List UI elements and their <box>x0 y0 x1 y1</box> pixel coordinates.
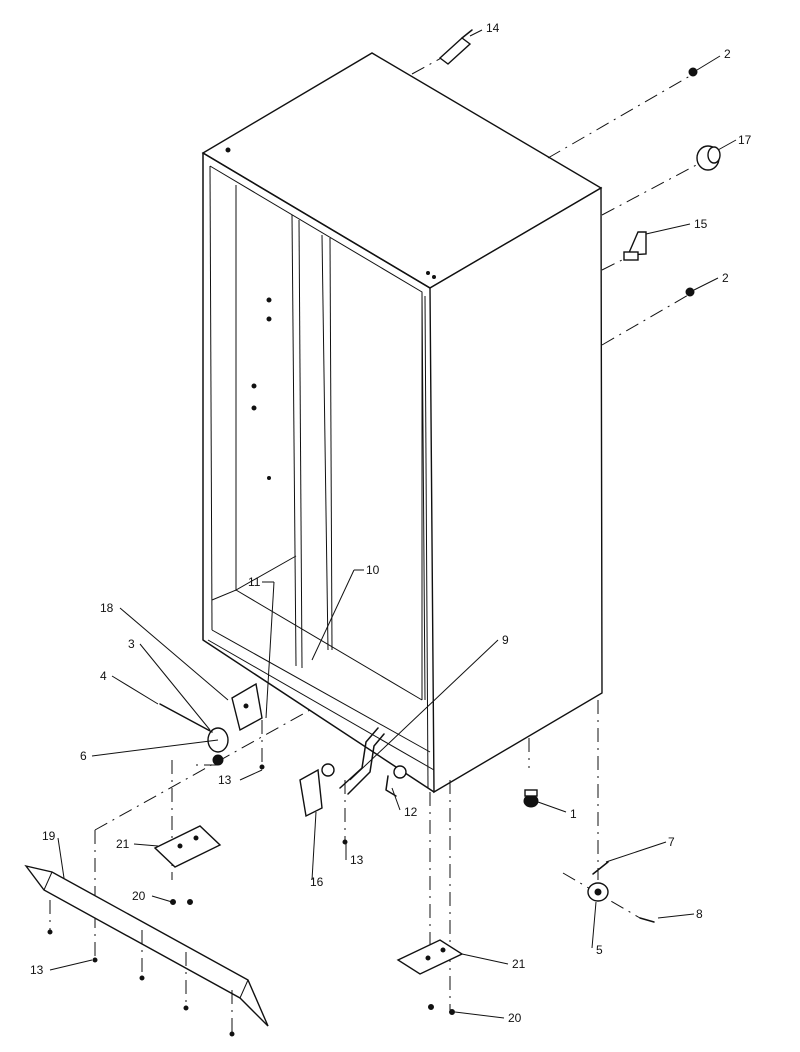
toe-grille-part-19 <box>24 864 269 1037</box>
callout-14: 14 <box>486 21 500 35</box>
roller-bracket-part-18 <box>231 682 263 732</box>
bushing-part-17 <box>696 145 721 171</box>
callout-21-left: 21 <box>116 837 130 851</box>
callout-15: 15 <box>694 217 708 231</box>
hinge-pin-part-15 <box>623 231 647 261</box>
callout-13-c: 13 <box>30 963 44 977</box>
hinge-plate-part-21-left <box>153 825 222 868</box>
callout-20-right: 20 <box>508 1011 522 1025</box>
callout-10: 10 <box>366 563 380 577</box>
callout-5: 5 <box>596 943 603 957</box>
cabinet <box>201 52 603 794</box>
connector-part-14 <box>438 29 473 65</box>
callout-12: 12 <box>404 805 418 819</box>
callout-9: 9 <box>502 633 509 647</box>
callout-13-a: 13 <box>218 773 232 787</box>
callout-13-b: 13 <box>350 853 364 867</box>
callout-8: 8 <box>696 907 703 921</box>
callout-7: 7 <box>668 835 675 849</box>
roller-part-3 <box>207 727 229 766</box>
callout-18: 18 <box>100 601 114 615</box>
callout-2-top: 2 <box>724 47 731 61</box>
small-parts <box>24 29 721 1037</box>
callout-3: 3 <box>128 637 135 651</box>
callout-20-left: 20 <box>132 889 146 903</box>
callout-21-right: 21 <box>512 957 526 971</box>
leveler-part-1 <box>523 789 539 808</box>
callouts: 14 2 17 15 2 10 11 18 3 4 9 6 13 12 1 7 … <box>30 21 752 1025</box>
callout-19: 19 <box>42 829 56 843</box>
callout-2-lower: 2 <box>722 271 729 285</box>
callout-16: 16 <box>310 875 324 889</box>
callout-4: 4 <box>100 669 107 683</box>
callout-6: 6 <box>80 749 87 763</box>
callout-1: 1 <box>570 807 577 821</box>
roller-part-5 <box>587 882 609 902</box>
hinge-plate-part-21-right <box>396 939 464 975</box>
callout-leaders <box>49 29 737 1019</box>
callout-11: 11 <box>248 575 261 589</box>
callout-17: 17 <box>738 133 752 147</box>
bracket-part-16 <box>299 768 323 818</box>
